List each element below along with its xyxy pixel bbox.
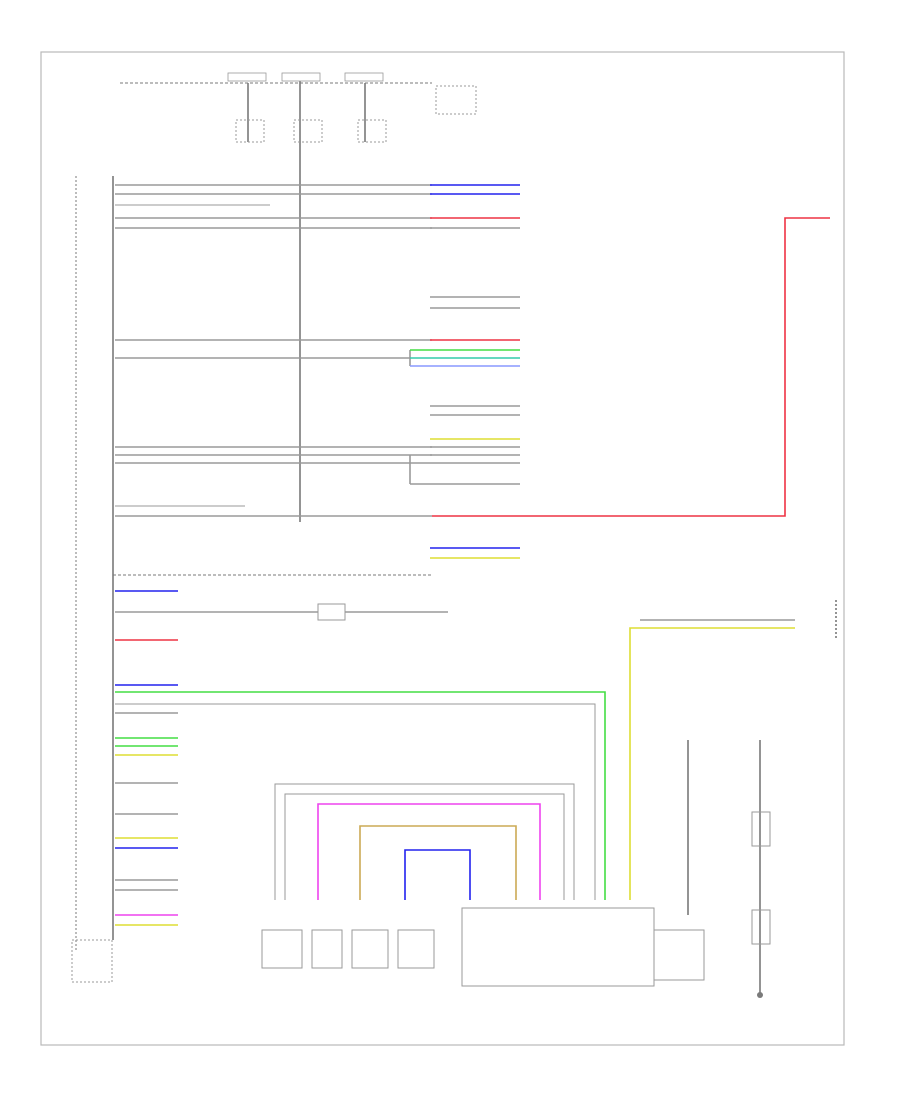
lower-left-stub-group <box>115 590 448 926</box>
bottom-module-row <box>261 600 837 998</box>
gray-signal-wire <box>115 703 596 900</box>
sheet-border <box>40 51 845 1046</box>
right-color-wire-group <box>410 184 520 559</box>
green-can-bus-wire <box>115 691 606 900</box>
red-power-feed-wire <box>432 217 830 517</box>
upper-gray-wire-group <box>115 184 432 517</box>
left-module-connector <box>71 176 432 983</box>
lower-loop-wire-group <box>274 619 795 900</box>
